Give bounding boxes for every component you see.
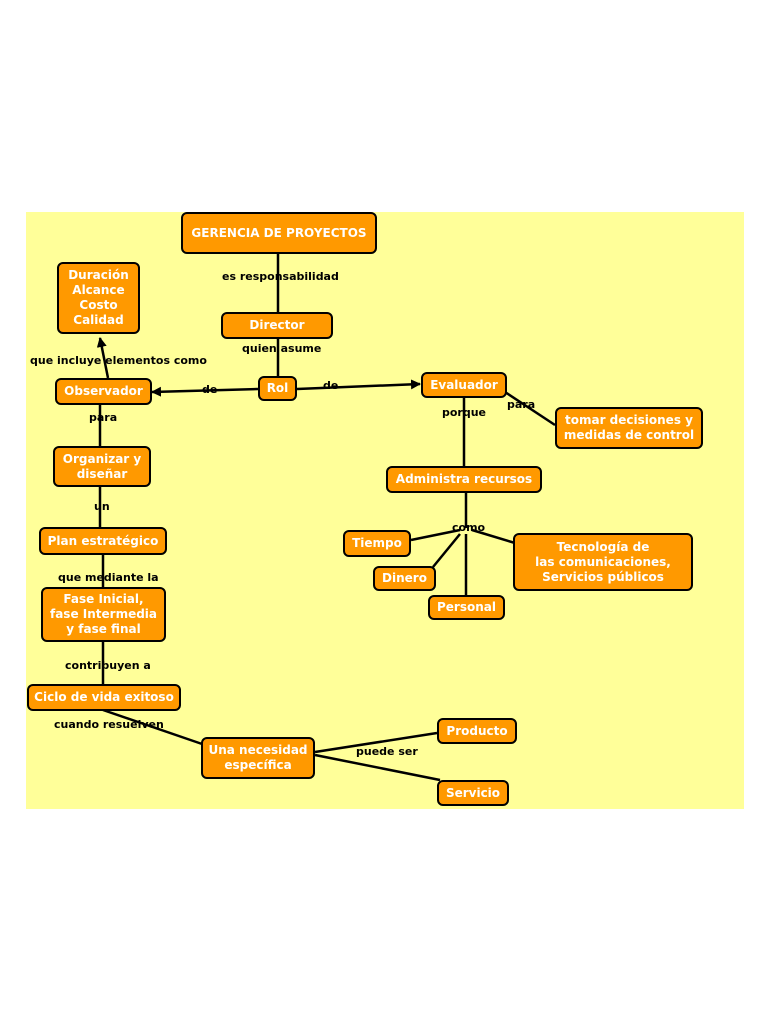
label-que-incluye: que incluye elementos como (30, 354, 207, 367)
node-gerencia-de-proyectos[interactable]: GERENCIA DE PROYECTOS (181, 212, 377, 254)
node-fases[interactable]: Fase Inicial, fase Intermedia y fase fin… (41, 587, 166, 642)
label-para-evaluador: para (507, 398, 536, 411)
label-contribuyen: contribuyen a (65, 659, 151, 672)
node-servicio[interactable]: Servicio (437, 780, 509, 806)
node-tecnologia[interactable]: Tecnología de las comunicaciones, Servic… (513, 533, 693, 591)
node-administra-recursos[interactable]: Administra recursos (386, 466, 542, 493)
node-plan-estrategico[interactable]: Plan estratégico (39, 527, 167, 555)
label-de-right: de (323, 379, 339, 392)
label-un: un (94, 500, 110, 513)
label-es-responsabilidad: es responsabilidad (222, 270, 339, 283)
node-director[interactable]: Director (221, 312, 333, 339)
node-duracion-alcance-costo-calidad[interactable]: Duración Alcance Costo Calidad (57, 262, 140, 334)
node-dinero[interactable]: Dinero (373, 566, 436, 591)
node-ciclo-de-vida[interactable]: Ciclo de vida exitoso (27, 684, 181, 711)
label-para-observador: para (89, 411, 118, 424)
label-como: como (452, 521, 486, 534)
node-tomar-decisiones[interactable]: tomar decisiones y medidas de control (555, 407, 703, 449)
label-que-mediante: que mediante la (58, 571, 159, 584)
label-quien-asume: quien asume (242, 342, 322, 355)
label-cuando-resuelven: cuando resuelven (54, 718, 164, 731)
node-personal[interactable]: Personal (428, 595, 505, 620)
node-evaluador[interactable]: Evaluador (421, 372, 507, 398)
node-producto[interactable]: Producto (437, 718, 517, 744)
node-una-necesidad[interactable]: Una necesidad específica (201, 737, 315, 779)
label-de-left: de (202, 383, 218, 396)
node-observador[interactable]: Observador (55, 378, 152, 405)
label-puede-ser: puede ser (356, 745, 418, 758)
node-organizar-disenar[interactable]: Organizar y diseñar (53, 446, 151, 487)
node-tiempo[interactable]: Tiempo (343, 530, 411, 557)
label-porque: porque (442, 406, 487, 419)
node-rol[interactable]: Rol (258, 376, 297, 401)
